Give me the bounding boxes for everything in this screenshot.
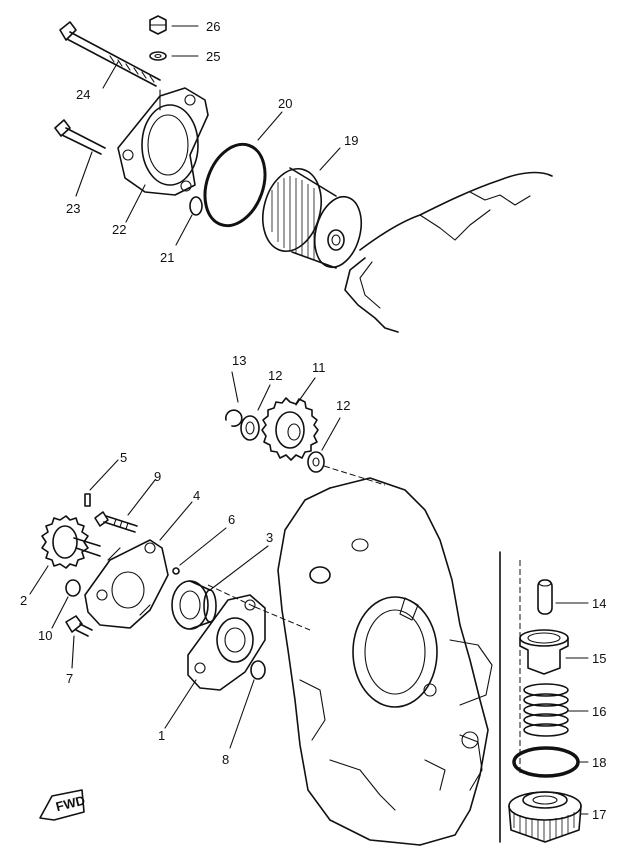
leader-6 (179, 527, 227, 566)
callout-17: 17 (592, 807, 606, 822)
callout-24: 24 (76, 87, 90, 102)
leader-5 (89, 459, 119, 491)
o-ring-8 (250, 660, 266, 680)
o-ring-21 (189, 196, 203, 216)
callout-4: 4 (193, 488, 200, 503)
bolt-23 (54, 119, 106, 155)
callout-23: 23 (66, 201, 80, 216)
callout-22: 22 (112, 222, 126, 237)
leader-20 (257, 111, 283, 141)
gear-11 (261, 397, 319, 461)
leader-13 (231, 371, 239, 403)
callout-9: 9 (154, 469, 161, 484)
callout-7: 7 (66, 671, 73, 686)
leader-1 (164, 679, 197, 729)
assembly-dashed-lines (207, 465, 521, 775)
callout-18: 18 (592, 755, 606, 770)
pin-5 (84, 493, 91, 507)
washer-25 (149, 51, 167, 61)
callout-19: 19 (344, 133, 358, 148)
plug-15 (519, 629, 569, 675)
callout-12a: 12 (268, 368, 282, 383)
callout-13: 13 (232, 353, 246, 368)
leader-23 (75, 151, 93, 197)
plug-17 (508, 791, 582, 843)
leader-7 (71, 635, 75, 669)
circlip-13 (225, 409, 243, 427)
callout-10: 10 (38, 628, 52, 643)
fwd-label: FWD (54, 793, 86, 815)
callout-labels: 26 25 24 23 22 21 20 19 13 12 11 12 5 9 … (20, 19, 606, 822)
leader-11 (295, 377, 316, 406)
leader-10 (51, 596, 69, 629)
leader-24 (102, 61, 119, 89)
callout-2: 2 (20, 593, 27, 608)
o-ring-20 (203, 142, 267, 228)
callout-25: 25 (206, 49, 220, 64)
bolt-10 (65, 579, 81, 597)
callout-11: 11 (312, 360, 326, 375)
leader-12b (321, 417, 341, 451)
callout-8: 8 (222, 752, 229, 767)
callout-16: 16 (592, 704, 606, 719)
pin-14 (537, 579, 553, 615)
filter-cover-22 (117, 87, 209, 196)
crankcase-lower (277, 477, 493, 846)
pump-cover-1 (187, 594, 266, 691)
callout-21: 21 (160, 250, 174, 265)
callout-20: 20 (278, 96, 292, 111)
leader-12a (257, 384, 271, 411)
spring-16 (523, 683, 569, 737)
leader-19 (319, 147, 341, 171)
leader-8 (229, 679, 255, 749)
callout-6: 6 (228, 512, 235, 527)
nut-26 (149, 15, 167, 35)
bolt-24 (59, 21, 161, 87)
washer-12a (240, 415, 260, 441)
rotor-3 (171, 580, 217, 630)
callout-26: 26 (206, 19, 220, 34)
leader-21 (175, 214, 193, 246)
o-ring-18 (512, 746, 580, 778)
leader-22 (125, 184, 146, 223)
callout-14: 14 (592, 596, 606, 611)
leader-4 (159, 501, 193, 541)
pin-6 (172, 567, 180, 575)
bolt-7 (65, 615, 93, 637)
callout-15: 15 (592, 651, 606, 666)
bolt-9 (94, 511, 138, 533)
gear-2 (41, 515, 101, 569)
leader-2 (29, 565, 49, 595)
pump-body-4 (84, 539, 169, 629)
callout-1: 1 (158, 728, 165, 743)
leader-3 (209, 545, 269, 591)
callout-12b: 12 (336, 398, 350, 413)
leader-9 (127, 479, 156, 516)
crankcase-upper-outline (344, 171, 553, 333)
callout-5: 5 (120, 450, 127, 465)
fwd-arrow: FWD (39, 789, 87, 821)
washer-12b (307, 451, 325, 473)
oil-filter-19 (262, 167, 363, 269)
callout-3: 3 (266, 530, 273, 545)
